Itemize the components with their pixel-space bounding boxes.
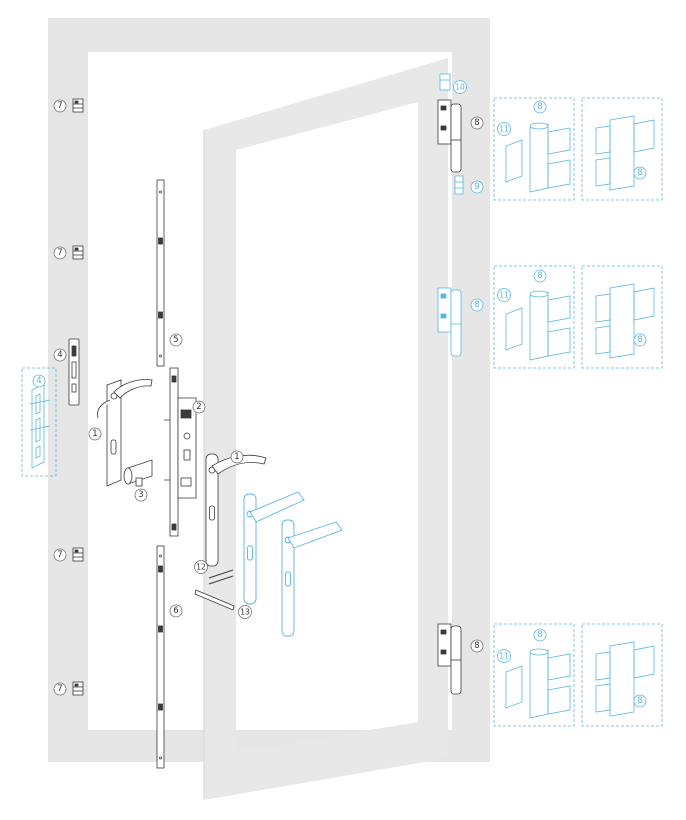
hinge-detail-row-2 bbox=[493, 265, 663, 369]
callout-8-d2a: 8 bbox=[533, 269, 547, 283]
callout-4-alt: 4 bbox=[32, 374, 46, 388]
callout-1-inside: 1 bbox=[88, 427, 102, 441]
top-shootbolt bbox=[156, 179, 165, 367]
callout-8-d1a: 8 bbox=[533, 100, 547, 114]
hinge-detail-row-3 bbox=[493, 623, 663, 727]
hinge-top bbox=[437, 99, 462, 173]
callout-3-label: 3 bbox=[138, 490, 143, 500]
callout-4: 4 bbox=[53, 348, 67, 362]
callout-12-label: 12 bbox=[196, 563, 206, 572]
callout-9-label: 9 bbox=[474, 182, 479, 192]
callout-8-d2b-label: 8 bbox=[637, 335, 642, 345]
callout-7c-label: 7 bbox=[57, 550, 62, 560]
door-leaf bbox=[204, 58, 448, 800]
callout-11-d1-label: 11 bbox=[499, 125, 509, 134]
callout-5-label: 5 bbox=[173, 335, 178, 345]
callout-13: 13 bbox=[238, 605, 252, 619]
callout-3: 3 bbox=[134, 488, 148, 502]
frame-keep-2 bbox=[72, 245, 84, 260]
lock-gearbox bbox=[164, 367, 197, 537]
callout-1-outside-label: 1 bbox=[234, 452, 239, 462]
callout-8-d3a: 8 bbox=[533, 628, 547, 642]
frame-keep-top bbox=[72, 98, 84, 113]
callout-11-d1: 11 bbox=[497, 122, 511, 136]
outside-handle bbox=[205, 453, 267, 567]
callout-8-middle: 8 bbox=[470, 298, 484, 312]
callout-13-label: 13 bbox=[240, 608, 250, 617]
callout-11-d2: 11 bbox=[497, 288, 511, 302]
callout-10: 10 bbox=[453, 80, 467, 94]
inside-handle bbox=[97, 379, 153, 487]
spindle bbox=[208, 569, 234, 585]
callout-1-outside: 1 bbox=[230, 450, 244, 464]
alt-centre-keep-box bbox=[21, 367, 57, 477]
callout-8-d2b: 8 bbox=[633, 333, 647, 347]
hinge-packer bbox=[454, 175, 464, 195]
hinge-bottom bbox=[437, 623, 462, 695]
frame-keep-bottom bbox=[72, 681, 84, 696]
callout-8-d3b: 8 bbox=[633, 694, 647, 708]
frame-keep-3 bbox=[72, 547, 84, 562]
callout-8-d2a-label: 8 bbox=[537, 271, 542, 281]
centre-keep bbox=[68, 338, 80, 406]
callout-9: 9 bbox=[470, 180, 484, 194]
callout-8-middle-label: 8 bbox=[474, 300, 479, 310]
callout-8-bottom: 8 bbox=[470, 639, 484, 653]
callout-7b-label: 7 bbox=[57, 248, 62, 258]
callout-10-label: 10 bbox=[455, 83, 465, 92]
callout-11-d2-label: 11 bbox=[499, 291, 509, 300]
callout-8-d1b: 8 bbox=[633, 166, 647, 180]
callout-4-label: 4 bbox=[57, 350, 62, 360]
bottom-shootbolt bbox=[156, 545, 165, 769]
connecting-bar bbox=[194, 589, 235, 611]
callout-5: 5 bbox=[169, 333, 183, 347]
callout-6: 6 bbox=[169, 604, 183, 618]
callout-2: 2 bbox=[192, 400, 206, 414]
callout-8-d1b-label: 8 bbox=[637, 168, 642, 178]
callout-7b: 7 bbox=[53, 246, 67, 260]
callout-8-top-label: 8 bbox=[474, 118, 479, 128]
alt-centre-keep bbox=[29, 383, 51, 469]
callout-7d: 7 bbox=[53, 682, 67, 696]
hinge-cap bbox=[439, 73, 451, 91]
callout-8-bottom-label: 8 bbox=[474, 641, 479, 651]
callout-7c: 7 bbox=[53, 548, 67, 562]
callout-11-d3-label: 11 bbox=[499, 652, 509, 661]
callout-8-d3a-label: 8 bbox=[537, 630, 542, 640]
callout-7a: 7 bbox=[53, 99, 67, 113]
callout-12: 12 bbox=[194, 560, 208, 574]
callout-6-label: 6 bbox=[173, 606, 178, 616]
callout-4-alt-label: 4 bbox=[36, 376, 41, 386]
callout-8-d1a-label: 8 bbox=[537, 102, 542, 112]
euro-cylinder bbox=[123, 459, 153, 487]
hinge-middle bbox=[437, 287, 462, 357]
alt-handle-b bbox=[281, 519, 343, 637]
alt-handle-a bbox=[243, 491, 305, 605]
hinge-detail-row-1 bbox=[493, 97, 663, 201]
callout-11-d3: 11 bbox=[497, 649, 511, 663]
callout-7a-label: 7 bbox=[57, 101, 62, 111]
callout-7d-label: 7 bbox=[57, 684, 62, 694]
callout-1-inside-label: 1 bbox=[92, 429, 97, 439]
callout-8-d3b-label: 8 bbox=[637, 696, 642, 706]
callout-8-top: 8 bbox=[470, 116, 484, 130]
callout-2-label: 2 bbox=[196, 402, 201, 412]
